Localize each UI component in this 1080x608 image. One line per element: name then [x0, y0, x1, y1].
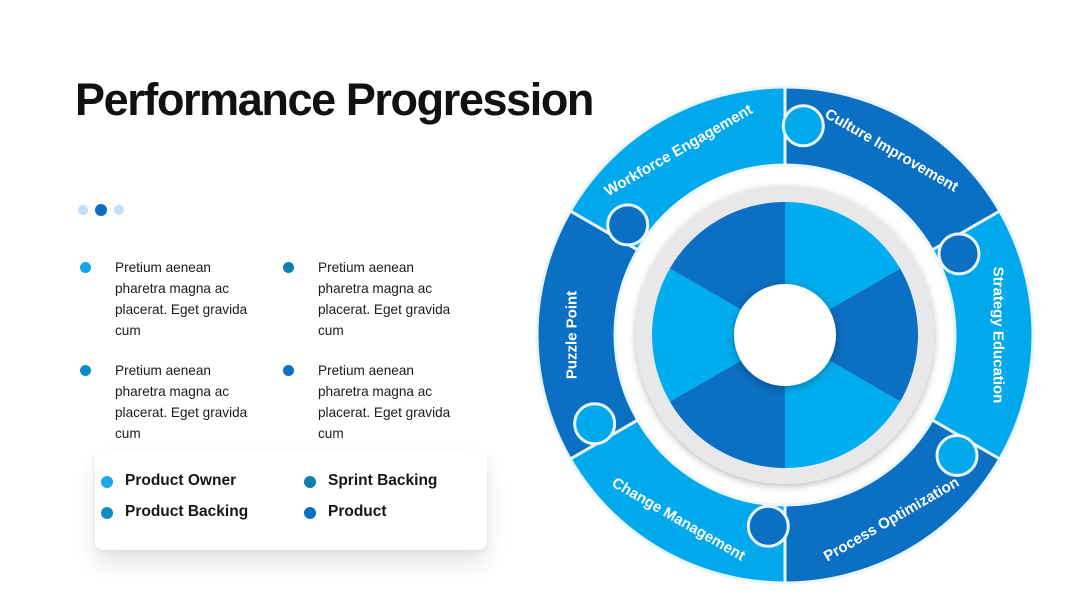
segment-label: Strategy Education	[990, 267, 1007, 404]
legend-swatch	[101, 476, 113, 488]
pagination-dots	[78, 204, 124, 216]
page-title: Performance Progression	[75, 74, 594, 125]
legend-label: Product	[328, 503, 387, 520]
puzzle-knob	[606, 203, 650, 247]
legend-label: Product Owner	[125, 472, 237, 489]
legend-swatch	[304, 476, 316, 488]
pagination-dot[interactable]	[78, 205, 88, 215]
puzzle-tabs	[573, 104, 981, 548]
center-hole	[734, 284, 836, 386]
puzzle-segment	[535, 209, 640, 461]
segment-label: Puzzle Point	[564, 291, 581, 379]
legend-label: Sprint Backing	[328, 472, 438, 489]
text-block-body: Pretium aenean pharetra magna ac placera…	[115, 260, 248, 338]
pagination-dot[interactable]	[114, 205, 124, 215]
bullet-icon	[80, 365, 91, 376]
text-block-body: Pretium aenean pharetra magna ac placera…	[115, 363, 248, 441]
bullet-icon	[283, 365, 294, 376]
bullet-icon	[80, 262, 91, 273]
legend-swatch	[101, 507, 113, 519]
legend-card: Product Owner Sprint Backing Product Bac…	[95, 450, 487, 550]
puzzle-knob	[937, 232, 981, 276]
puzzle-knob	[746, 504, 790, 548]
puzzle-knob	[935, 433, 979, 477]
bullet-icon	[283, 262, 294, 273]
text-block-body: Pretium aenean pharetra magna ac placera…	[318, 260, 451, 338]
legend-swatch	[304, 507, 316, 519]
inner-wedge	[652, 268, 785, 402]
pagination-dot-active[interactable]	[95, 204, 107, 216]
puzzle-knob	[573, 402, 617, 446]
legend-label: Product Backing	[125, 503, 249, 520]
text-block-body: Pretium aenean pharetra magna ac placera…	[318, 363, 451, 441]
inner-wedge	[785, 268, 918, 402]
puzzle-knob	[781, 104, 825, 148]
